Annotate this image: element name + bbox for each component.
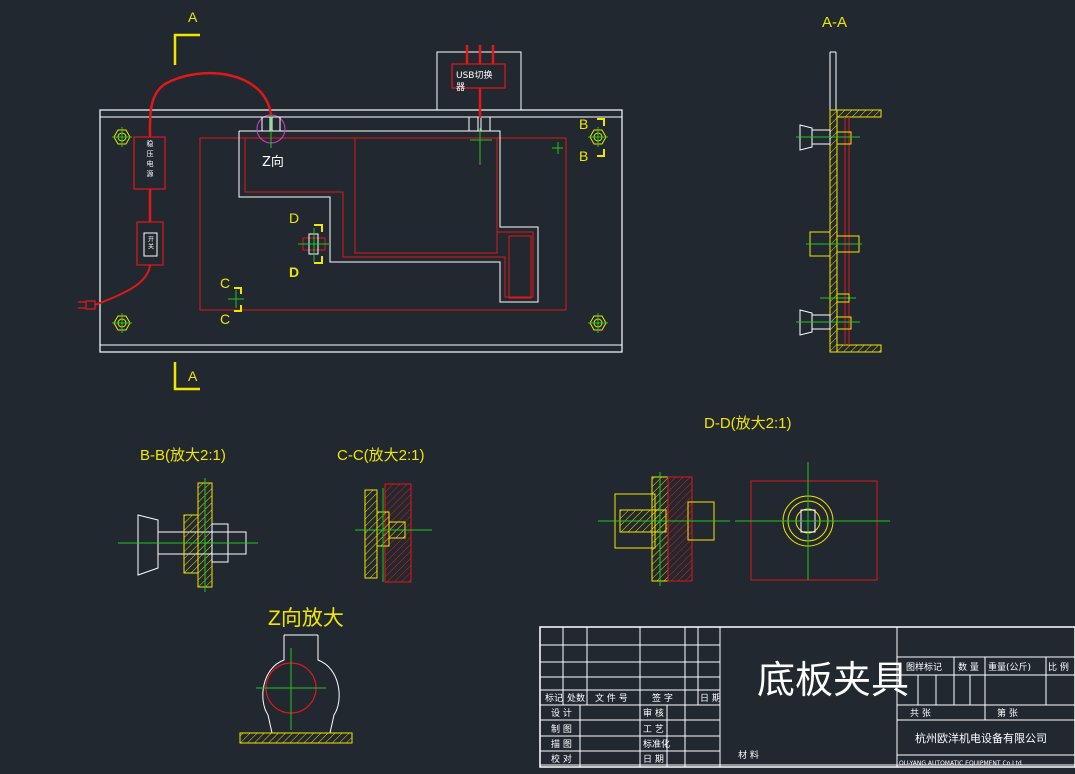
tb-right-header-3: 比 例 (1048, 661, 1069, 673)
tb-header-0: 标记 (545, 692, 563, 704)
usb-connector (468, 116, 492, 165)
section-c-label-1: C (220, 275, 230, 291)
view-z-title: Z向放大 (268, 607, 344, 630)
view-aa: A-A (796, 14, 882, 353)
corner-nut-tr (588, 127, 608, 147)
cable-to-z (148, 71, 273, 138)
tb-mid-row-3: 日 期 (643, 754, 664, 765)
drawing-name: 底板夹具 (757, 658, 909, 702)
section-c-label-2: C (220, 311, 230, 327)
switch-label: 开关 (147, 236, 154, 250)
pcb-outline (244, 138, 534, 298)
section-a-top-mark (173, 33, 200, 65)
view-bb-title: B-B(放大2:1) (140, 447, 226, 464)
z-connector (256, 110, 286, 148)
tb-right-header-2: 重量(公斤) (988, 661, 1031, 673)
title-block (539, 626, 1075, 768)
section-d-label-2: D (289, 264, 299, 280)
tb-header-2: 文 件 号 (595, 692, 628, 704)
tb-sheets-total: 共 张 (910, 708, 931, 719)
view-dd: D-D(放大2:1) (598, 415, 890, 586)
base-plate (99, 109, 623, 353)
title-block-text: 底板夹具 标记 处数 文 件 号 签 字 日 期 设 计 制 图 描 图 校 对… (545, 658, 1069, 767)
z-view-label: Z向 (262, 154, 284, 170)
corner-nut-bl (112, 313, 132, 333)
tb-left-row-0: 设 计 (551, 707, 572, 719)
section-a-bottom-mark (173, 362, 200, 391)
fixture-frame (199, 137, 567, 311)
usb-switch-label-1: USB切换 (456, 69, 492, 81)
section-d-label-1: D (289, 210, 299, 226)
tb-mid-row-2: 标准化 (643, 738, 670, 750)
view-cc: C-C(放大2:1) (337, 447, 432, 583)
psu-label: 稳压电源 (146, 139, 154, 180)
plug-icon (78, 300, 96, 310)
power-cord (94, 264, 151, 306)
aa-mid-locator (806, 231, 862, 257)
corner-nut-br (588, 313, 608, 333)
z-slot-profile (262, 635, 340, 734)
corner-nut-tl (112, 127, 132, 147)
tb-right-header-0: 图样标记 (906, 661, 942, 673)
tb-left-row-2: 描 图 (551, 738, 572, 750)
aa-bottom-clamp (796, 293, 860, 336)
view-aa-title: A-A (822, 14, 847, 31)
view-cc-title: C-C(放大2:1) (337, 447, 425, 464)
d-locator (298, 224, 330, 264)
tb-header-1: 处数 (567, 692, 585, 704)
view-bb: B-B(放大2:1) (118, 447, 258, 592)
view-z: Z向放大 (239, 607, 353, 744)
pocket-outline (238, 130, 539, 303)
tb-left-row-3: 校 对 (551, 753, 572, 765)
view-dd-title: D-D(放大2:1) (704, 415, 792, 432)
tb-header-4: 日 期 (700, 693, 721, 704)
main-plan-view: 稳压电源 开关 A A B B C C D D Z向 USB切换 器 (78, 9, 623, 391)
company-name-en: OU-YANG AUTOMATIC EQUIPMENT Co.Ltd (899, 760, 1022, 767)
tb-mid-row-1: 工 艺 (643, 724, 664, 735)
tb-material: 材 料 (738, 749, 759, 761)
tb-header-3: 签 字 (652, 692, 673, 704)
usb-switch-box (451, 63, 506, 89)
section-b-label-1: B (579, 116, 588, 132)
c-locator (228, 287, 244, 312)
usb-switch-label-2: 器 (456, 82, 465, 93)
tb-mid-row-0: 审 核 (643, 707, 664, 719)
aa-base-plate (829, 109, 838, 353)
section-b-label-2: B (579, 148, 588, 164)
section-a-top-label: A (188, 9, 198, 25)
tb-left-row-1: 制 图 (551, 723, 572, 735)
company-name-cn: 杭州欧洋机电设备有限公司 (915, 731, 1047, 745)
tb-right-header-1: 数 量 (958, 661, 979, 673)
section-a-bottom-label: A (188, 368, 198, 384)
tb-sheet-no: 第 张 (997, 707, 1018, 719)
aa-top-clamp (796, 124, 860, 151)
